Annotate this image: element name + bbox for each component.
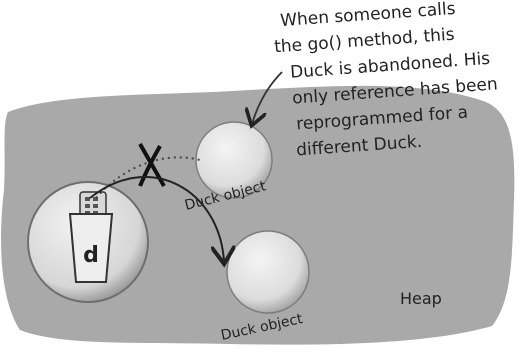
heap-label: Heap xyxy=(400,289,442,308)
reference-label: d xyxy=(83,243,99,268)
annotation-text: When someone calls the go() method, this… xyxy=(262,0,512,156)
duck-object-new xyxy=(227,231,309,313)
